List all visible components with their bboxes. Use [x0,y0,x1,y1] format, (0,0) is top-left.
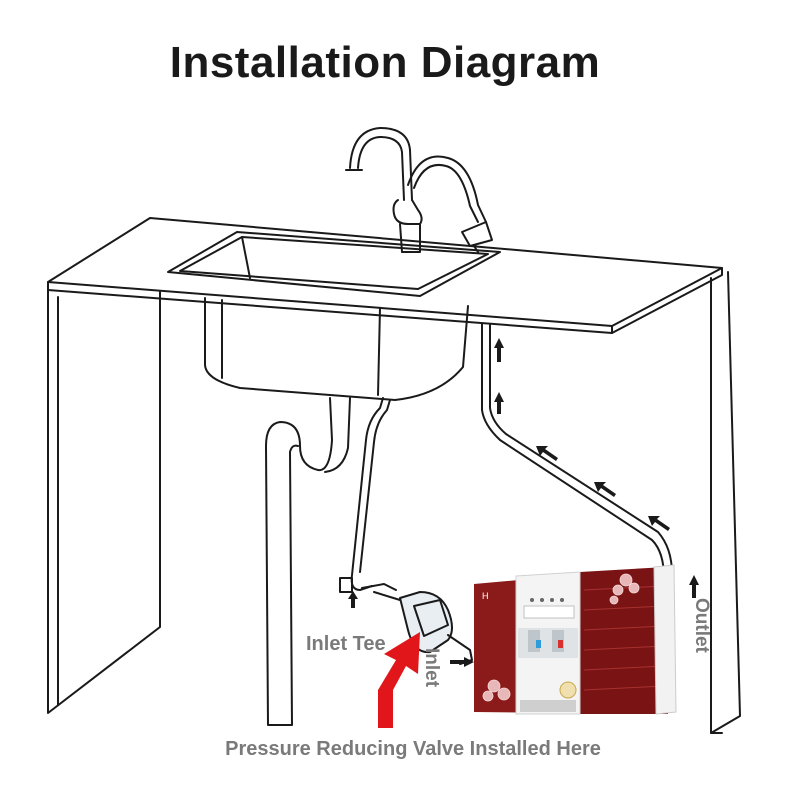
svg-text:H: H [482,591,489,601]
outlet-label: Outlet [691,598,712,653]
flower-decoration [482,573,640,702]
diagram-title: Installation Diagram [169,38,601,87]
cabinet-right-panel [710,271,741,734]
faucet-main [349,127,413,201]
red-arrow [378,632,420,728]
faucet-purifier [407,155,487,223]
inlet-tee-label: Inlet Tee [306,633,386,655]
caption: Pressure Reducing Valve Installed Here [225,738,601,760]
sink-basin [204,297,469,401]
inlet-label: Inlet [421,648,442,688]
water-purifier: H [474,564,677,715]
drain-pipe [265,397,333,726]
inlet-hose [350,397,384,591]
cabinet-left-panel [47,289,161,714]
sink-rim [167,231,501,297]
tee-connector [361,583,397,591]
flow-arrows [348,338,699,667]
